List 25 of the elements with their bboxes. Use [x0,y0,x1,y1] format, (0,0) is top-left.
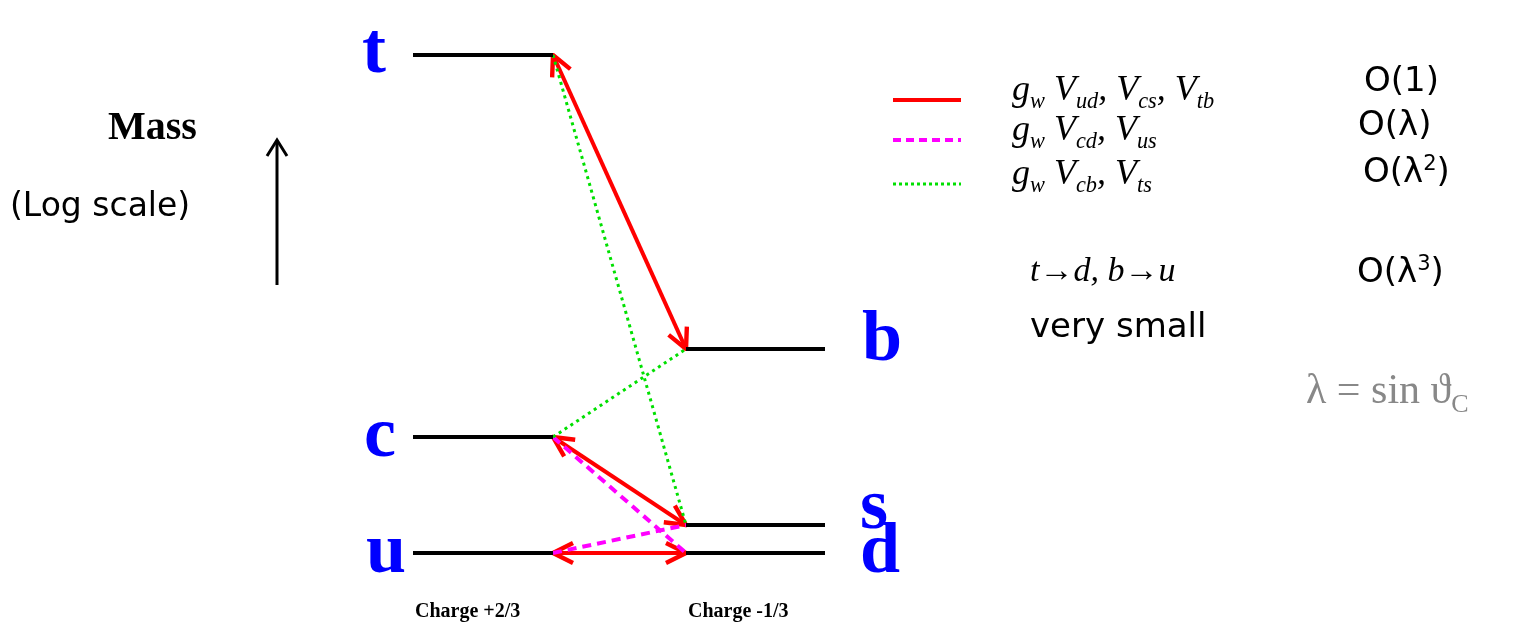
arrow [550,540,689,566]
connector-line [552,347,687,439]
order-label: O(λ$^{2}$) [1363,152,1450,188]
axis-title: Mass [108,106,197,146]
connector-line [551,435,688,555]
arrow [549,52,690,352]
legend-text: g$_{w}$ V$_{ud}$, V$_{cs}$, V$_{tb}$ [1012,70,1215,113]
connector-line [552,523,687,555]
formula: λ = sin ϑ$_{C}$ [1306,368,1469,418]
quark-label: c [364,396,396,468]
quark-label: u [366,512,407,584]
note: very small [1030,308,1207,342]
quark-label: t [362,12,386,84]
order-label: O(λ) [1358,106,1432,140]
axis-label: Charge -1/3 [688,600,789,620]
axis-label: Charge +2/3 [415,600,521,620]
transition-label: t→d, b→u [1030,253,1176,287]
legend-text: g$_{w}$ V$_{cd}$, V$_{us}$ [1012,110,1157,153]
order-label: O(λ$^{3}$) [1357,252,1444,288]
arrow [550,434,689,528]
quark-label: b [862,300,903,372]
legend-text: g$_{w}$ V$_{cb}$, V$_{ts}$ [1012,154,1152,197]
axis-subtitle: (Log scale) [10,188,191,221]
connector-line [551,54,688,526]
order-label: O(1) [1364,62,1439,96]
